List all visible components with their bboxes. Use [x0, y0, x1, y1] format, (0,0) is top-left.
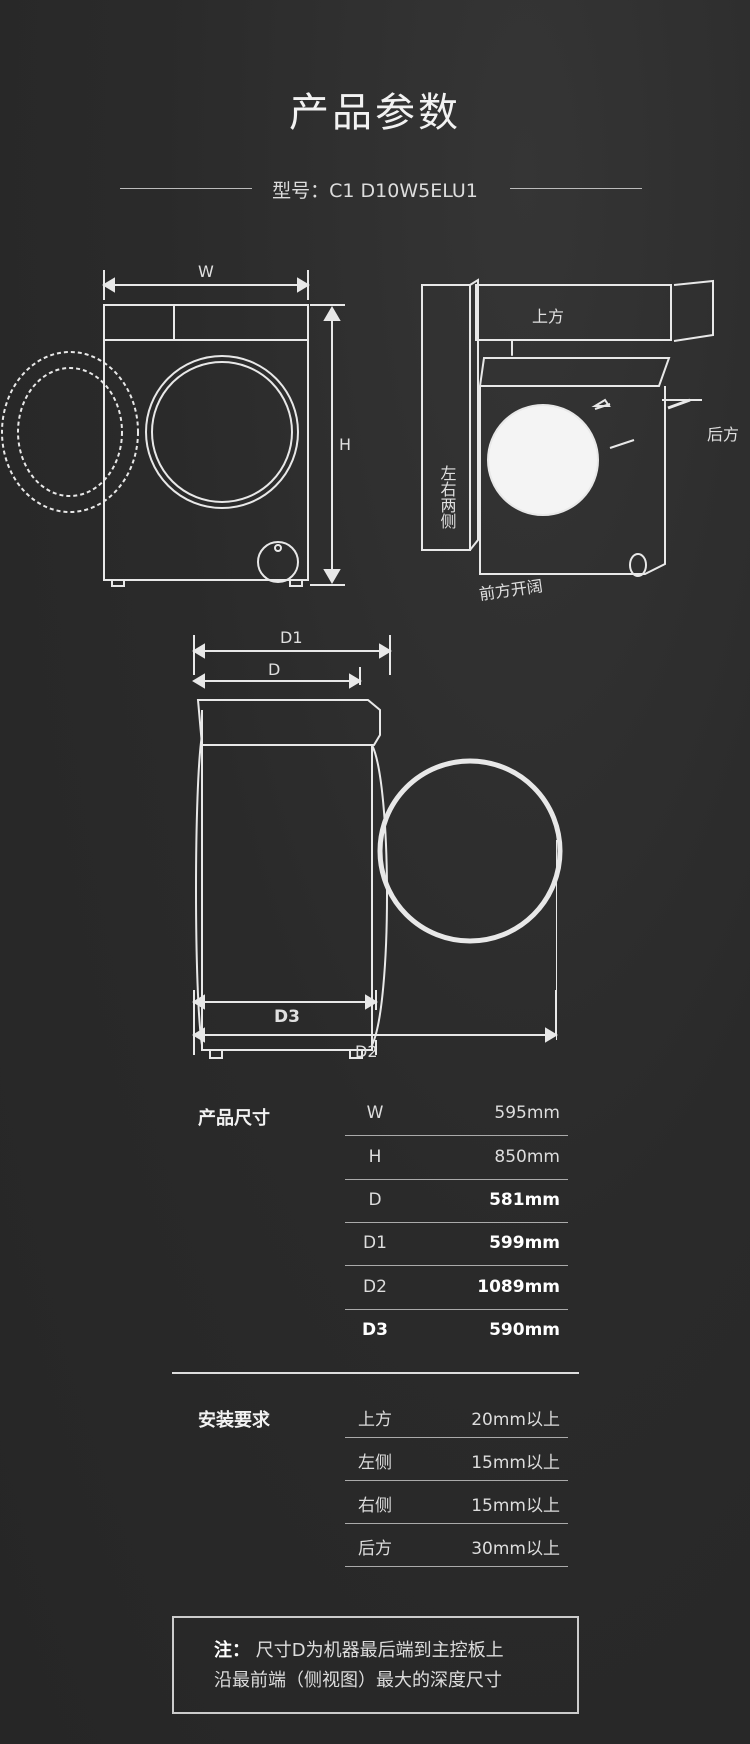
dim-value: 581mm: [489, 1190, 560, 1210]
table-row: 上方 20mm以上: [345, 1395, 568, 1438]
table-row: D2 1089mm: [345, 1267, 568, 1310]
dim-key: D1: [363, 1233, 387, 1253]
back-clearance-label: 后方: [707, 425, 739, 444]
dim-value: 595mm: [494, 1103, 560, 1123]
dim-key: D: [368, 1190, 382, 1210]
d1-label: D1: [280, 628, 303, 647]
front-clearance-label: 前方开阔: [478, 576, 544, 604]
table-row: 后方 30mm以上: [345, 1524, 568, 1567]
dim-key: W: [366, 1103, 384, 1123]
table-row: D1 599mm: [345, 1223, 568, 1266]
dim-value: 850mm: [494, 1147, 560, 1167]
width-label: W: [198, 262, 214, 281]
dim-value: 599mm: [489, 1233, 560, 1253]
model-number: 型号：C1 D10W5ELU1: [272, 180, 478, 202]
install-value: 20mm以上: [471, 1410, 560, 1430]
note-label: 注：: [214, 1640, 250, 1661]
install-key: 右侧: [358, 1496, 392, 1516]
install-value: 15mm以上: [471, 1453, 560, 1473]
table-row: H 850mm: [345, 1137, 568, 1180]
install-value: 15mm以上: [471, 1496, 560, 1516]
note-box: 注： 尺寸D为机器最后端到主控板上 沿最前端（侧视图）最大的深度尺寸: [172, 1616, 579, 1714]
dim-value: 1089mm: [477, 1277, 560, 1297]
page-title: 产品参数: [289, 90, 461, 136]
install-key: 左侧: [358, 1453, 392, 1473]
table-row: D3 590mm: [345, 1310, 568, 1353]
dimensions-title: 产品尺寸: [198, 1108, 270, 1129]
table-row: 左侧 15mm以上: [345, 1438, 568, 1481]
table-row: D 581mm: [345, 1180, 568, 1223]
section-divider: [172, 1372, 579, 1374]
d3-label: D3: [274, 1007, 300, 1027]
note-line-1: 尺寸D为机器最后端到主控板上: [255, 1640, 504, 1661]
d-label: D: [268, 660, 280, 679]
install-view-diagram: 上方 后方 前方开阔 左右两侧: [421, 278, 739, 604]
install-title: 安装要求: [198, 1410, 270, 1431]
install-key: 上方: [358, 1410, 392, 1430]
dim-key: D2: [363, 1277, 387, 1297]
front-view-diagram: W H: [1, 262, 351, 587]
depth-dimension-lines: D3 D2: [192, 990, 558, 1060]
dim-value: 590mm: [489, 1320, 560, 1340]
divider-right: [510, 188, 642, 189]
side-clearance-label: 左右两侧: [438, 465, 457, 530]
top-clearance-label: 上方: [532, 307, 564, 326]
divider-left: [120, 188, 252, 189]
table-row: 右侧 15mm以上: [345, 1481, 568, 1524]
height-label: H: [339, 435, 351, 454]
dim-key: H: [368, 1147, 382, 1167]
d2-extension-line: [556, 840, 557, 1040]
side-view-diagram: D1 D: [192, 628, 563, 1059]
table-row: W 595mm: [345, 1093, 568, 1136]
dim-key: D3: [362, 1320, 388, 1340]
d2-label: D2: [355, 1042, 378, 1060]
note-line-2: 沿最前端（侧视图）最大的深度尺寸: [214, 1670, 502, 1691]
install-key: 后方: [358, 1539, 392, 1559]
install-value: 30mm以上: [471, 1539, 560, 1559]
